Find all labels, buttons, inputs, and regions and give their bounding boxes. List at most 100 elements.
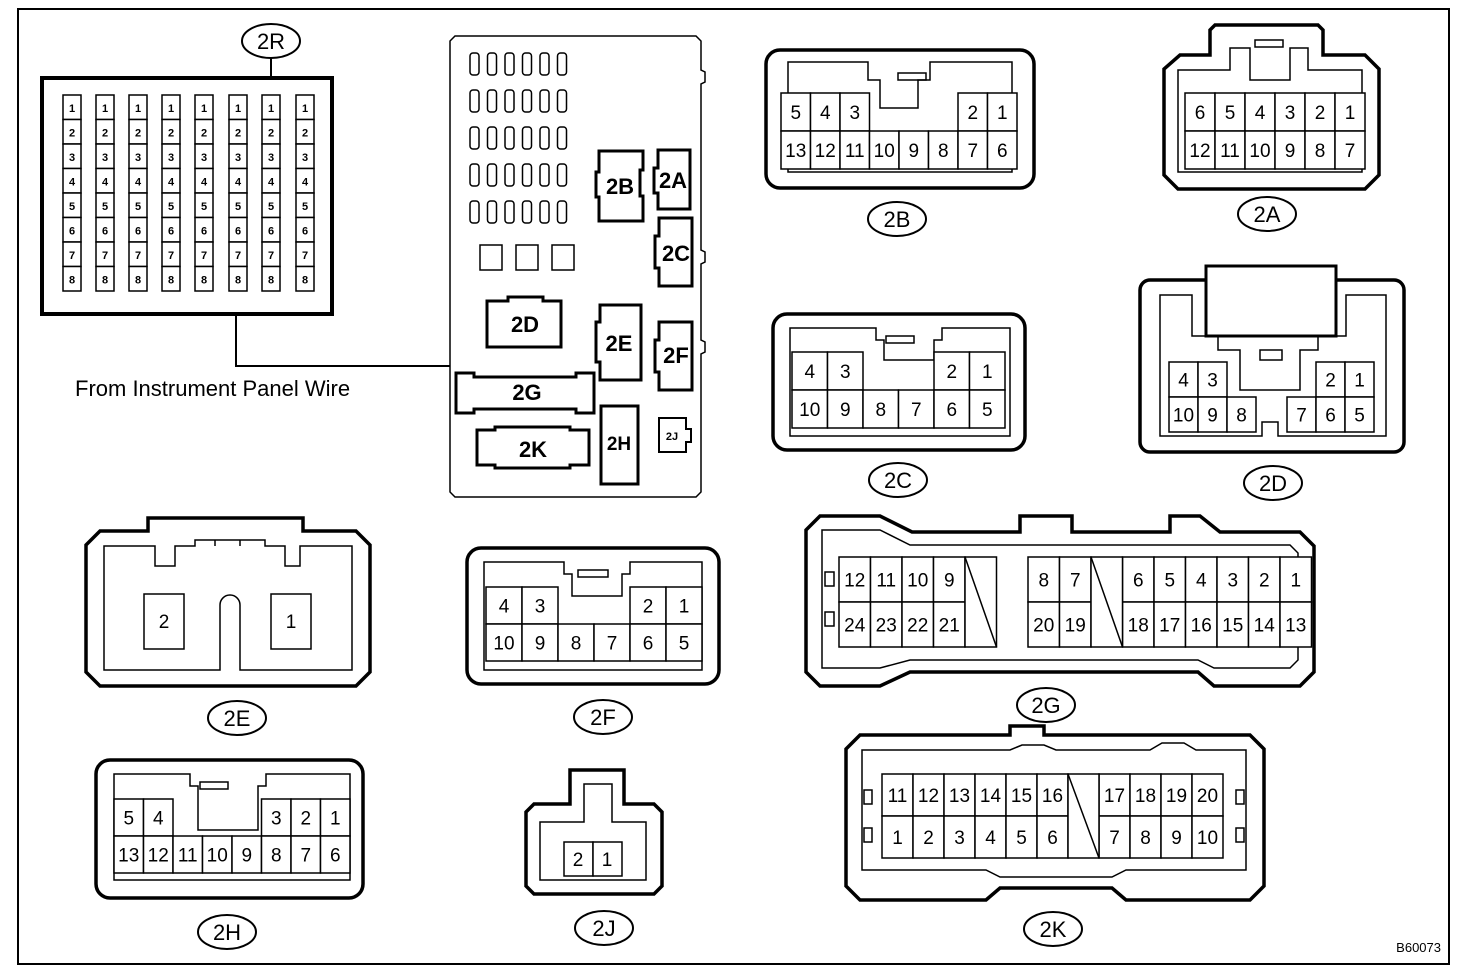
fuse-slot-grid [469, 52, 568, 224]
pin-label: 8 [1315, 141, 1326, 162]
pin-label: 4 [985, 828, 996, 849]
pin-label: 1 [997, 103, 1008, 124]
block-2r-pin-label: 5 [69, 201, 75, 213]
pin-cell [912, 815, 945, 859]
block-2r-pin-label: 3 [201, 152, 207, 164]
pin-cell [260, 835, 292, 874]
connector-2j: 2 1 2J [524, 768, 664, 946]
pin-cell [629, 586, 667, 625]
pin-label: 7 [300, 846, 311, 867]
block-2r-pin-label: 3 [302, 152, 308, 164]
pin-label: 17 [1159, 616, 1180, 637]
slot-2e[interactable]: 2E [594, 303, 643, 382]
pin-label: 6 [1047, 828, 1058, 849]
pin-label: 6 [643, 634, 654, 655]
slot-2j[interactable]: 2J [658, 417, 692, 453]
pin-label: 5 [123, 809, 134, 830]
connector-2j-label: 2J [592, 916, 615, 941]
slot-2b[interactable]: 2B [594, 149, 645, 223]
fuse-slot [539, 200, 550, 224]
slot-2a-label: 2A [659, 168, 687, 193]
block-2r-pin-label: 1 [69, 103, 75, 115]
pin-cell [1197, 361, 1228, 398]
block-2r-pin-label: 8 [268, 275, 274, 287]
slot-2a[interactable]: 2A [652, 148, 692, 211]
pin-label: 3 [954, 828, 965, 849]
fuse-slot [504, 89, 515, 113]
fuse-slot [504, 163, 515, 187]
slot-2h-label: 2H [607, 434, 631, 455]
slot-2c[interactable]: 2C [653, 216, 694, 288]
block-2r-pin-label: 7 [268, 250, 274, 262]
block-2r-pin-label: 4 [201, 177, 208, 189]
pin-label: 5 [1164, 571, 1175, 592]
pin-label: 6 [330, 846, 341, 867]
pin-label: 12 [844, 571, 865, 592]
block-2r-cell [194, 265, 214, 292]
block-2r-pin-label: 1 [102, 103, 108, 115]
pin-cell [557, 623, 595, 662]
slot-2h[interactable]: 2H [599, 404, 640, 486]
block-2r-frame [40, 76, 334, 316]
pin-cell [1191, 773, 1224, 817]
pin-cell [1184, 92, 1216, 132]
pin-cell [201, 835, 233, 874]
block-2r-pin-label: 5 [201, 201, 207, 213]
slot-2k-label: 2K [519, 437, 547, 462]
block-2r-pin-label: 3 [102, 152, 108, 164]
fuse-slot [486, 200, 498, 224]
block-2r-pin-label: 8 [201, 275, 207, 287]
pin-cell [791, 389, 829, 429]
pin-cell [839, 92, 871, 132]
slot-2k[interactable]: 2K [475, 425, 591, 470]
pin-label: 10 [493, 634, 514, 655]
fuse-slot [504, 126, 515, 150]
pin-cell [1344, 396, 1375, 433]
pin-cell [927, 130, 959, 170]
fuse-slot [539, 52, 550, 76]
block-2r-pin-label: 6 [302, 226, 308, 238]
slot-2d[interactable]: 2D [485, 295, 563, 349]
pin-cell [933, 389, 971, 429]
connector-2h-label: 2H [213, 920, 241, 945]
slot-2c-label: 2C [662, 241, 690, 266]
slot-2g[interactable]: 2G [454, 371, 596, 415]
pin-label: 1 [679, 597, 690, 618]
pin-cell [260, 798, 292, 837]
pin-label: 6 [1325, 406, 1336, 427]
pin-cell [932, 556, 966, 603]
pin-cell [1184, 601, 1218, 648]
pin-cell [881, 815, 914, 859]
fuse-slot [539, 89, 550, 113]
pin-cell [839, 130, 871, 170]
connector-2a-bubble [1237, 196, 1297, 232]
block-2r-pin-label: 1 [235, 103, 241, 115]
slot-2f[interactable]: 2F [653, 320, 694, 392]
pin-cell [1244, 130, 1276, 170]
fuse-slot [556, 52, 568, 76]
pin-label: 8 [875, 400, 886, 421]
pin-label: 10 [1197, 828, 1218, 849]
block-2r-cell [128, 265, 148, 292]
block-2r-pin-label: 2 [268, 128, 274, 140]
pin-cell [1334, 130, 1366, 170]
pin-cell [1197, 396, 1228, 433]
block-2r-pin-label: 3 [69, 152, 75, 164]
pin-cell [974, 815, 1007, 859]
pin-cell [826, 389, 864, 429]
pin-label: 7 [911, 400, 922, 421]
connector-2h-bubble [197, 914, 257, 950]
block-2r-pin-label: 6 [69, 226, 75, 238]
pin-label: 3 [840, 362, 851, 383]
pin-cell [665, 586, 703, 625]
pin-label: 18 [1135, 786, 1156, 807]
slot-2g-label: 2G [512, 380, 541, 405]
pin-cell [1286, 396, 1317, 433]
block-2r-pin-label: 6 [235, 226, 241, 238]
pin-2e-2-label: 2 [159, 612, 170, 633]
pin-label: 2 [923, 828, 934, 849]
